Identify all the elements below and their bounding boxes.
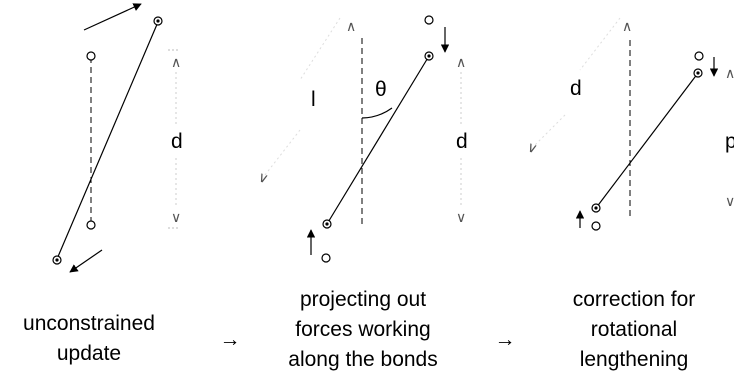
updated-atom-bottom-dot xyxy=(55,258,59,262)
l-label: l xyxy=(311,88,316,111)
caption-unconstrained-update: unconstrained update xyxy=(23,312,155,365)
p-label: p xyxy=(725,130,734,153)
corrected-atom-bottom-dot xyxy=(594,206,598,210)
caption-projecting-out-forces: projecting out forces working along the … xyxy=(288,288,437,371)
d3-label: d xyxy=(570,77,582,100)
previous-atom-top xyxy=(424,15,434,25)
l-guide-upper xyxy=(299,17,341,81)
d-tick-top: ∧ xyxy=(171,56,181,71)
original-atom-top xyxy=(86,51,96,61)
d2-label: d xyxy=(456,130,468,153)
previous-atom-bottom xyxy=(321,253,331,263)
d3-tick-top: ∧ xyxy=(622,20,632,35)
projected-atom-top-dot xyxy=(427,54,431,58)
projected-atom-bottom-dot xyxy=(325,222,329,226)
theta-angle-arc xyxy=(361,107,393,119)
updated-atom-top-dot xyxy=(156,19,160,23)
panel-rotational-lengthening: ∧ d ∨ ∧ p ∨ xyxy=(525,17,734,231)
original-atom-bottom xyxy=(86,220,96,230)
d3-tick-bottom: ∨ xyxy=(525,140,540,158)
theta-label: θ xyxy=(375,78,387,101)
displacement-arrow-bottom xyxy=(69,249,103,273)
p-tick-top: ∧ xyxy=(725,67,734,82)
l-tick-bottom: ∨ xyxy=(256,170,271,188)
caption-1-line-1: unconstrained xyxy=(23,312,155,335)
panel-unconstrained-update: ∧ d ∨ xyxy=(52,3,183,273)
corrected-bond-line xyxy=(595,72,699,209)
caption-2-line-3: along the bonds xyxy=(288,348,437,371)
projected-atom-bottom-ghost xyxy=(591,221,601,231)
caption-rotational-lengthening: correction for rotational lengthening xyxy=(573,288,696,371)
d3-guide-upper xyxy=(579,17,621,71)
panel-projecting-out-forces: ∧ l ∨ θ ∧ d ∨ xyxy=(256,15,468,263)
corrected-atom-top-dot xyxy=(696,71,700,75)
projected-bond-line xyxy=(326,55,430,225)
l-guide-lower xyxy=(264,129,301,176)
d2-tick-top: ∧ xyxy=(456,56,466,71)
updated-bond-line xyxy=(56,21,159,260)
process-arrow-2: → xyxy=(495,328,516,351)
caption-1-line-2: update xyxy=(57,342,121,365)
caption-3-line-1: correction for xyxy=(573,288,696,311)
caption-3-line-3: lengthening xyxy=(580,348,689,371)
d2-tick-bottom: ∨ xyxy=(456,211,466,226)
d-tick-bottom: ∨ xyxy=(171,211,181,226)
displacement-arrow-top xyxy=(83,3,142,31)
d-label: d xyxy=(171,130,183,153)
caption-3-line-2: rotational xyxy=(591,318,677,341)
process-arrow-1: → xyxy=(220,328,241,351)
p-tick-bottom: ∨ xyxy=(725,195,734,210)
d3-guide-lower xyxy=(534,114,566,146)
projected-atom-top-ghost xyxy=(694,51,704,61)
caption-2-line-1: projecting out xyxy=(300,288,426,311)
caption-2-line-2: forces working xyxy=(295,318,430,341)
l-tick-top: ∧ xyxy=(346,20,356,35)
